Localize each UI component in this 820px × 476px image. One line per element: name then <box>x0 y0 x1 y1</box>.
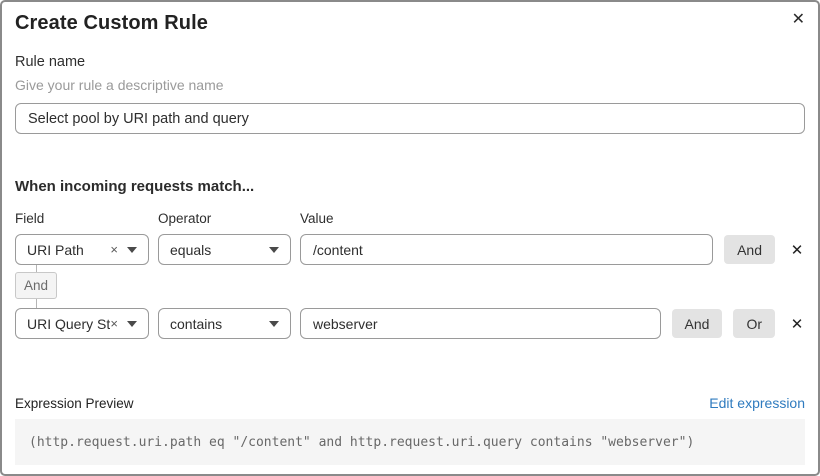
operator-select[interactable]: contains <box>158 308 291 339</box>
value-input[interactable] <box>300 308 661 339</box>
clear-selection-icon[interactable]: × <box>110 316 118 331</box>
and-button[interactable]: And <box>724 235 775 264</box>
field-select-value: URI Path <box>27 241 84 258</box>
operator-select[interactable]: equals <box>158 234 291 265</box>
chevron-down-icon <box>269 246 279 253</box>
and-button[interactable]: And <box>671 309 723 338</box>
condition-row-1: URI Path × equals And ✕ <box>15 234 805 265</box>
logic-connector: And <box>15 265 57 308</box>
expression-preview-header: Expression Preview Edit expression <box>15 395 805 411</box>
condition-column-headers: Field Operator Value <box>15 211 805 226</box>
rule-name-helper: Give your rule a descriptive name <box>15 77 224 93</box>
chevron-down-icon <box>269 320 279 327</box>
operator-select-value: contains <box>170 315 223 332</box>
rule-name-input[interactable] <box>15 103 805 134</box>
clear-selection-icon[interactable]: × <box>110 242 118 257</box>
operator-select-value: equals <box>170 241 212 258</box>
chevron-down-icon <box>127 246 137 253</box>
connector-line <box>35 265 37 272</box>
close-icon[interactable]: ✕ <box>791 9 805 28</box>
field-select[interactable]: URI Query St... × <box>15 308 149 339</box>
chevron-down-icon <box>127 320 137 327</box>
expression-preview-code: (http.request.uri.path eq "/content" and… <box>15 419 805 465</box>
field-column-label: Field <box>15 211 45 226</box>
rule-name-label: Rule name <box>15 54 86 70</box>
edit-expression-link[interactable]: Edit expression <box>709 395 805 411</box>
connector-line <box>35 299 37 308</box>
or-button[interactable]: Or <box>733 309 775 338</box>
operator-column-label: Operator <box>158 211 212 226</box>
field-select-value: URI Query St... <box>27 315 111 332</box>
dialog-title: Create Custom Rule <box>15 12 208 34</box>
remove-condition-icon[interactable]: ✕ <box>790 314 804 333</box>
field-select[interactable]: URI Path × <box>15 234 149 265</box>
remove-condition-icon[interactable]: ✕ <box>790 240 804 259</box>
and-connector-chip: And <box>15 272 57 299</box>
conditions-heading: When incoming requests match... <box>15 178 255 195</box>
expression-preview-label: Expression Preview <box>15 396 134 411</box>
condition-row-2: URI Query St... × contains And Or ✕ <box>15 308 805 339</box>
value-column-label: Value <box>300 211 334 226</box>
value-input[interactable] <box>300 234 714 265</box>
